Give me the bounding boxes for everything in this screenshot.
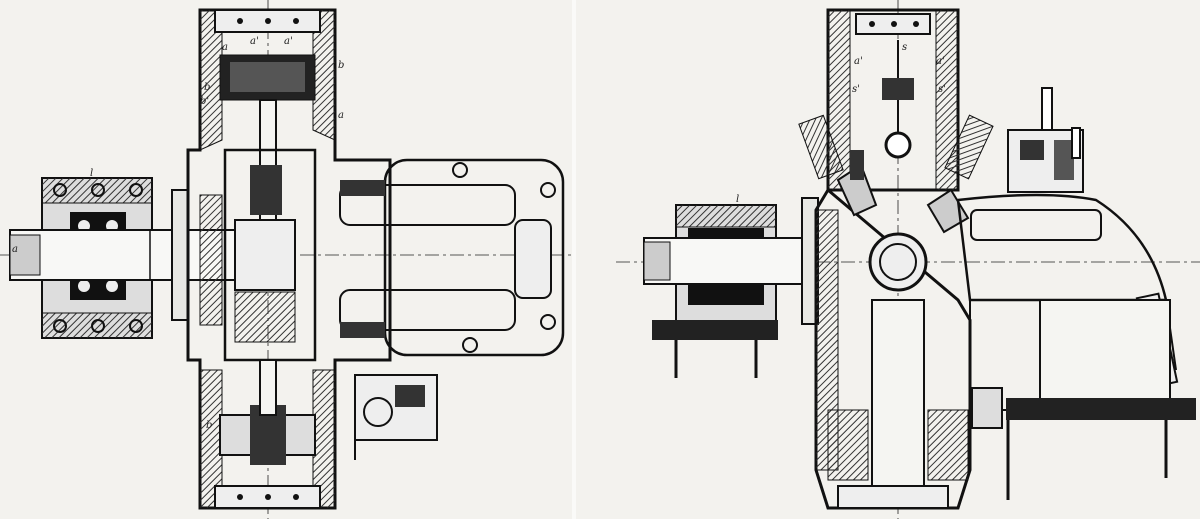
- main-casing: [186, 8, 392, 510]
- lower-frame: [969, 299, 1196, 500]
- label-a-shaft: a: [12, 244, 18, 255]
- pedestal-bearing: [652, 204, 778, 378]
- label-a-top: a: [222, 42, 228, 53]
- label-a-prime-right: a': [936, 56, 945, 67]
- panel-divider: [572, 0, 576, 519]
- label-b-bottom: b: [206, 420, 212, 431]
- label-s-prime-right: s': [938, 84, 946, 95]
- label-a-prime-1: a': [250, 36, 259, 47]
- inlet-valves: [798, 114, 994, 234]
- right-drawing-panel: s a' a' s' s' l: [576, 0, 1200, 519]
- label-b-top: b: [338, 60, 344, 71]
- label-s-prime-left: s': [852, 84, 860, 95]
- label-a-prime-2: a': [284, 36, 293, 47]
- lower-rotor: [219, 359, 316, 465]
- label-b-prime: b': [200, 96, 209, 107]
- governor-assembly: [1007, 87, 1084, 193]
- coupling-flange: [171, 189, 189, 321]
- rotor-hub: [868, 232, 928, 292]
- left-drawing-panel: a b b b' a a' a' b l a: [0, 0, 572, 519]
- label-b-left: b: [204, 82, 210, 93]
- right-section-drawing: s a' a' s' s' l: [616, 0, 1200, 519]
- upper-rotor: [219, 54, 316, 221]
- governor-mechanism: [354, 374, 438, 460]
- label-l-bearing: l: [736, 194, 739, 205]
- label-a-right: a: [338, 110, 344, 121]
- right-housing: [339, 158, 565, 357]
- left-section-drawing: a b b b' a a' a' b l a: [0, 0, 572, 519]
- label-a-prime-left: a': [854, 56, 863, 67]
- label-s-top: s: [902, 42, 907, 53]
- label-l-shaft: l: [90, 168, 93, 179]
